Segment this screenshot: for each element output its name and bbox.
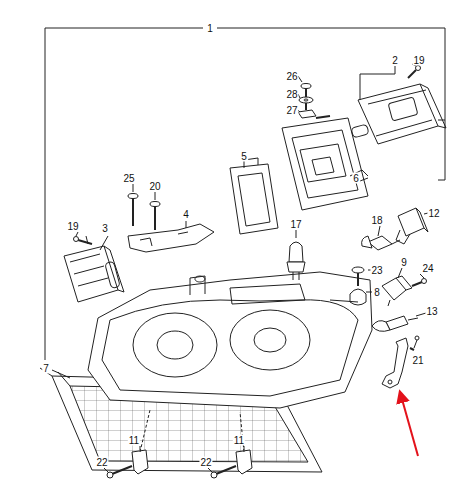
callout-number: 13 <box>425 306 438 317</box>
callout-number: 22 <box>95 457 108 468</box>
callout-number: 26 <box>285 71 298 82</box>
callout-number: 4 <box>182 209 190 220</box>
callout-number: 17 <box>289 219 302 230</box>
callout-number: 11 <box>128 435 140 446</box>
callout-number: 25 <box>122 173 135 184</box>
callout-number: 1 <box>206 23 214 34</box>
callout-number: 27 <box>285 105 298 116</box>
callout-number: 5 <box>240 151 248 162</box>
pointer-arrow <box>400 392 418 456</box>
callout-number: 18 <box>370 215 383 226</box>
callout-number: 2 <box>391 55 399 66</box>
callout-number: 20 <box>148 181 161 192</box>
callout-number: 9 <box>400 257 408 268</box>
callout-number: 3 <box>101 223 109 234</box>
callout-number: 7 <box>42 363 50 374</box>
callout-number: 21 <box>411 355 424 366</box>
callout-number: 28 <box>285 89 298 100</box>
callout-number: 23 <box>370 265 383 276</box>
callout-number: 6 <box>352 173 360 184</box>
callout-number: 12 <box>427 208 440 219</box>
callout-number: 22 <box>199 457 212 468</box>
callout-number: 8 <box>373 287 381 298</box>
callout-number: 19 <box>66 221 79 232</box>
callout-number: 19 <box>412 55 425 66</box>
callout-number: 24 <box>421 263 434 274</box>
callout-number: 11 <box>233 435 245 446</box>
